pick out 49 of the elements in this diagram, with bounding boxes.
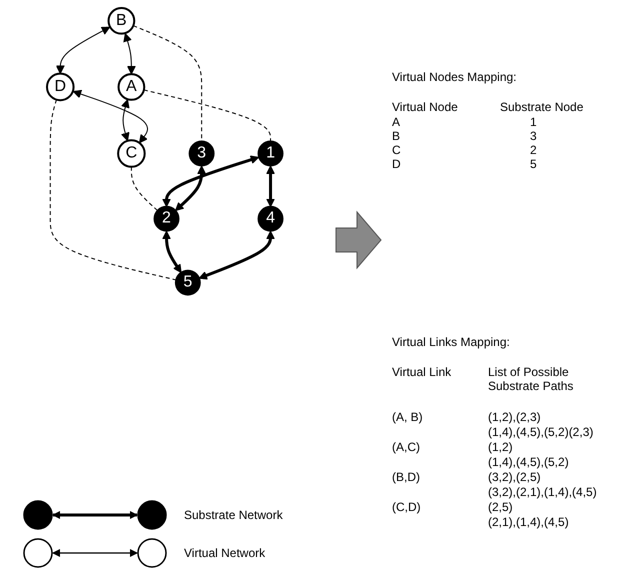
arrow	[198, 230, 276, 280]
column-header: Virtual Link	[392, 365, 452, 379]
node-circle: 2	[154, 206, 180, 232]
column-header: Virtual Node	[392, 100, 458, 114]
node-circle: 5	[175, 270, 202, 296]
node-circle: B	[108, 7, 136, 35]
node-circle: 3	[188, 140, 215, 166]
arrow	[124, 33, 136, 75]
arrow	[56, 26, 110, 74]
column-header: Substrate Node	[500, 100, 584, 114]
node-circle: D	[46, 72, 75, 102]
table-cell: (A, B)	[392, 410, 423, 424]
table-cell: (1,2),(2,3)	[488, 410, 541, 424]
table-cell: 5	[530, 157, 537, 171]
table-cell: 3	[530, 129, 537, 143]
connector	[144, 89, 272, 142]
node-circle: C	[117, 139, 146, 168]
node-circle: 1	[258, 140, 284, 166]
legend-label: Virtual Network	[184, 546, 266, 560]
table-cell: D	[392, 157, 401, 171]
table-cell: (1,4),(4,5),(5,2)	[488, 455, 569, 469]
arrow	[266, 165, 276, 208]
table-cell: A	[392, 115, 400, 129]
node-circle: A	[118, 73, 146, 101]
table-cell: (3,2),(2,5)	[488, 470, 541, 484]
connector	[131, 166, 158, 212]
arrow	[175, 165, 206, 212]
table-heading: Virtual Links Mapping:	[392, 335, 510, 349]
table-cell: (B,D)	[392, 470, 420, 484]
arrow	[121, 99, 130, 142]
table-cell: (1,2)	[488, 440, 513, 454]
connector	[50, 99, 177, 280]
table-cell: 1	[530, 115, 537, 129]
node-circle: 4	[258, 206, 284, 232]
table-cell: (3,2),(2,1),(1,4),(4,5)	[488, 485, 597, 499]
legend-label: Substrate Network	[184, 508, 283, 522]
table-cell: B	[392, 129, 400, 143]
table-cell: (2,1),(1,4),(4,5)	[488, 515, 569, 529]
arrow	[73, 90, 148, 144]
table-cell: (2,5)	[488, 500, 513, 514]
table-cell: (C,D)	[392, 500, 421, 514]
column-header: List of Possible Substrate Paths	[488, 365, 574, 393]
table-cell: (A,C)	[392, 440, 420, 454]
table-cell: C	[392, 143, 401, 157]
table-cell: 2	[530, 143, 537, 157]
arrow	[162, 230, 182, 274]
arrow	[162, 156, 260, 208]
table-heading: Virtual Nodes Mapping:	[392, 70, 517, 84]
table-cell: (1,4),(4,5),(5,2)(2,3)	[488, 425, 594, 439]
